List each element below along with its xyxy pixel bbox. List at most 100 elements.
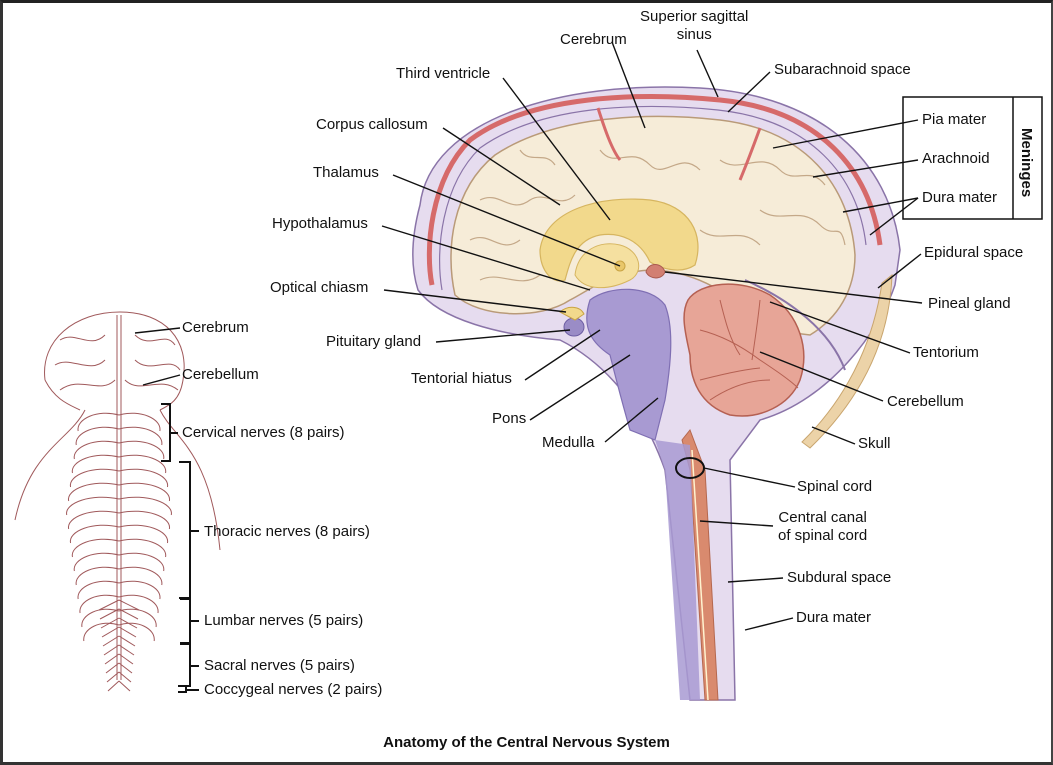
- rib-nerve: [118, 594, 159, 614]
- cerebrum-gyri: [469, 149, 846, 282]
- sacral-nerve: [103, 644, 120, 656]
- rib-nerve: [70, 468, 120, 488]
- rib-nerve: [118, 552, 165, 572]
- central-canal: [691, 449, 709, 701]
- tentorium: [744, 279, 846, 371]
- meninges-box: [902, 96, 1043, 220]
- rib-nerves: [66, 412, 172, 692]
- nerve-brackets: [161, 403, 199, 693]
- sacral-nerve: [106, 671, 120, 683]
- optic-chiasm: [559, 306, 585, 321]
- rib-nerve: [118, 454, 167, 474]
- diagram-caption: Anatomy of the Central Nervous System: [383, 734, 670, 751]
- label-superior-sagittal-sinus: Superior sagittal sinus: [640, 8, 748, 44]
- sacral-nerve: [107, 680, 120, 692]
- label-hypothalamus: Hypothalamus: [272, 215, 368, 232]
- arachnoid-line: [438, 105, 867, 291]
- label-line: Superior sagittal: [640, 8, 749, 25]
- rib-nerve: [118, 496, 172, 516]
- label-line: of spinal cord: [778, 527, 868, 544]
- rib-nerve: [83, 622, 120, 642]
- rib-nerve: [77, 580, 120, 600]
- label-subdural-space: Subdural space: [787, 569, 892, 586]
- rib-nerve: [77, 412, 120, 432]
- rib-nerve: [71, 538, 120, 558]
- pituitary: [563, 317, 585, 337]
- label-sacral-nerves: Sacral nerves (5 pairs): [204, 657, 355, 674]
- rib-nerve: [75, 566, 120, 586]
- rib-nerve: [79, 594, 120, 614]
- label-optical-chiasm: Optical chiasm: [270, 279, 369, 296]
- meninges-title: Meninges: [1018, 128, 1035, 198]
- label-cerebellum: Cerebellum: [887, 393, 964, 410]
- leader-lines: [134, 41, 923, 631]
- sacral-nerve: [102, 635, 120, 647]
- rib-nerve: [118, 426, 163, 446]
- skull-fragment: [801, 273, 893, 449]
- sacral-nerve: [118, 680, 131, 692]
- label-body-cerebrum: Cerebrum: [182, 319, 249, 336]
- rib-nerve: [118, 524, 168, 544]
- label-lumbar-nerves: Lumbar nerves (5 pairs): [204, 612, 364, 629]
- label-line: sinus: [676, 26, 712, 43]
- label-thalamus: Thalamus: [313, 164, 379, 181]
- label-tentorium: Tentorium: [913, 344, 979, 361]
- rib-nerve: [70, 524, 120, 544]
- sacral-nerve: [118, 671, 132, 683]
- brainstem: [586, 288, 672, 441]
- label-pia-mater: Pia mater: [922, 111, 987, 128]
- rib-nerve: [73, 552, 120, 572]
- falx-vessel-2: [738, 127, 762, 181]
- label-dura-mater-spine: Dura mater: [796, 609, 872, 626]
- pineal-gland: [645, 264, 666, 279]
- sacral-nerve: [118, 653, 134, 665]
- sacral-nerve: [118, 635, 136, 647]
- label-pineal-gland: Pineal gland: [928, 295, 1011, 312]
- rib-nerve: [118, 566, 163, 586]
- rib-nerve: [118, 482, 170, 502]
- rib-nerve: [66, 496, 120, 516]
- label-body-cerebellum: Cerebellum: [182, 366, 259, 383]
- rib-nerve: [118, 510, 170, 530]
- label-dura-mater: Dura mater: [922, 189, 998, 206]
- sacral-nerve: [118, 662, 133, 674]
- sacral-nerve: [118, 608, 139, 620]
- label-epidural-space: Epidural space: [924, 244, 1024, 261]
- rib-nerve: [118, 580, 161, 600]
- rib-nerve: [71, 454, 120, 474]
- rib-nerve: [118, 412, 161, 432]
- sacral-nerve: [118, 626, 137, 638]
- label-third-ventricle: Third ventricle: [396, 65, 491, 82]
- label-medulla: Medulla: [542, 434, 595, 451]
- label-pituitary-gland: Pituitary gland: [326, 333, 422, 350]
- falx-vessel-1: [596, 107, 622, 161]
- label-skull: Skull: [858, 435, 891, 452]
- sinus-band: [426, 94, 883, 286]
- cerebellum-arbor: [699, 299, 799, 401]
- label-corpus-callosum: Corpus callosum: [316, 116, 428, 133]
- sacral-nerve: [104, 653, 120, 665]
- rib-nerve: [75, 426, 120, 446]
- rib-nerve: [81, 608, 120, 628]
- rib-nerve: [118, 608, 157, 628]
- sacral-nerve: [118, 617, 138, 629]
- label-thoracic-nerves: Thoracic nerves (8 pairs): [204, 523, 370, 540]
- label-spinal-cord: Spinal cord: [797, 478, 873, 495]
- label-cerebrum: Cerebrum: [560, 31, 627, 48]
- sacral-nerve: [98, 599, 120, 611]
- rib-nerve: [118, 538, 167, 558]
- spinal-cord-blue: [655, 440, 700, 700]
- sacral-nerve: [118, 599, 140, 611]
- label-coccygeal-nerves: Coccygeal nerves (2 pairs): [204, 681, 383, 698]
- label-subarachnoid-space: Subarachnoid space: [774, 61, 911, 78]
- brain-sagittal: [412, 86, 901, 701]
- label-tentorial-hiatus: Tentorial hiatus: [411, 370, 512, 387]
- rib-nerve: [118, 622, 155, 642]
- rib-nerve: [68, 510, 120, 530]
- label-central-canal: Central canal of spinal cord: [778, 509, 867, 545]
- rib-nerve: [68, 482, 120, 502]
- label-cervical-nerves: Cervical nerves (8 pairs): [182, 424, 345, 441]
- label-line: Central canal: [778, 509, 867, 526]
- sacral-nerve: [101, 626, 120, 638]
